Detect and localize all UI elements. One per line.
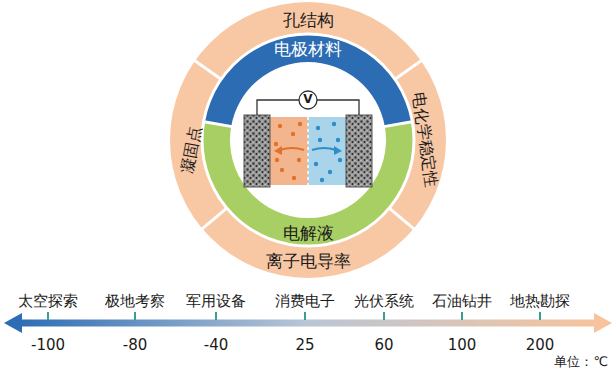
application-label: 太空探索 (18, 293, 78, 310)
application-label: 光伏系统 (354, 293, 414, 310)
temperature-value: 25 (295, 337, 314, 354)
axis-tick (383, 312, 385, 320)
ring (170, 2, 446, 278)
temperature-value: -100 (31, 337, 65, 354)
application-label: 地热勘探 (510, 293, 570, 310)
supercapacitor-cell (244, 91, 372, 187)
application-label: 极地考察 (105, 293, 165, 310)
unit-note: 单位：℃ (554, 355, 608, 369)
electrode-arc (204, 34, 413, 126)
segment-label: 电解液 (283, 224, 334, 243)
temperature-axis (4, 312, 612, 333)
temperature-value: 100 (448, 337, 477, 354)
ring-divider (389, 208, 414, 229)
ring-divider (395, 60, 422, 79)
ring-segment: 离子电导率 (266, 252, 351, 271)
temperature-value: 200 (526, 337, 555, 354)
segment-label: 电极材料 (274, 40, 342, 59)
ring-divider (202, 208, 227, 229)
ring-divider (384, 121, 414, 126)
ring-segment: 孔结构 (283, 11, 334, 30)
segment-label: 离子电导率 (266, 252, 351, 271)
application-label: 军用设备 (186, 293, 246, 310)
ring-arc: 电极材料 (274, 40, 342, 59)
axis-tick (134, 312, 136, 320)
segment-label: 孔结构 (283, 11, 334, 30)
temperature-value: -80 (123, 337, 148, 354)
application-label: 石油钻井 (432, 293, 492, 310)
ring-separator (202, 34, 414, 246)
ring-divider (203, 121, 233, 126)
axis-tick (304, 312, 306, 320)
axis-tick (539, 312, 541, 320)
application-label: 消费电子 (275, 293, 335, 310)
temperature-value: 60 (374, 337, 393, 354)
axis-tick (461, 312, 463, 320)
axis-tick (47, 312, 49, 320)
temperature-value: -40 (204, 337, 229, 354)
voltmeter-symbol: V (303, 93, 312, 106)
axis-tick (215, 312, 217, 320)
ring-arc: 电解液 (283, 224, 334, 243)
ring-divider (194, 60, 221, 79)
